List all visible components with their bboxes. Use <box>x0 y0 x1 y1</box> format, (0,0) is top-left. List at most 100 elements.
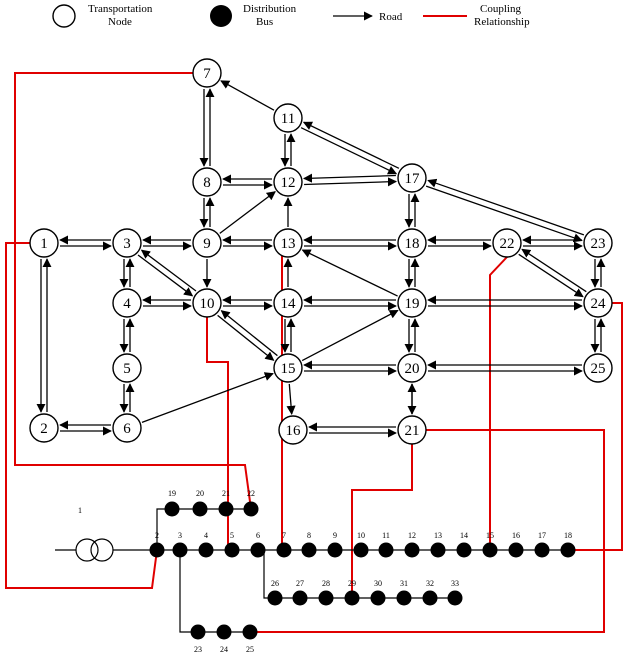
transport-node-label: 21 <box>405 423 420 439</box>
transport-node-circle <box>583 288 613 318</box>
road-23-to-17 <box>427 178 585 236</box>
transport-node-circle <box>583 228 613 258</box>
distribution-bus-label: 9 <box>333 531 337 540</box>
distribution-bus: 6 <box>250 531 266 558</box>
legend-transport-label-line1: Transportation <box>88 3 153 15</box>
distribution-bus-dot <box>292 590 308 606</box>
distribution-bus-dot <box>242 624 258 640</box>
distribution-bus-dot <box>218 501 234 517</box>
distribution-bus-label: 2 <box>155 531 159 540</box>
transport-node-circle <box>397 288 427 318</box>
distribution-bus-dot <box>344 590 360 606</box>
road-9-to-12 <box>219 191 276 234</box>
distribution-bus-label: 20 <box>196 489 204 498</box>
transport-node: 10 <box>192 288 222 318</box>
distribution-bus-label: 1 <box>78 506 82 515</box>
transport-node: 16 <box>278 415 308 445</box>
coupling-node21-bus25 <box>250 429 605 633</box>
transport-node: 14 <box>273 288 303 318</box>
distribution-bus: 24 <box>216 624 232 654</box>
distribution-bus-dot <box>164 501 180 517</box>
distribution-bus-dot <box>327 542 343 558</box>
distribution-bus-label: 21 <box>222 489 230 498</box>
transport-node-label: 22 <box>500 236 515 252</box>
distribution-bus-label: 29 <box>348 579 356 588</box>
branch-26-33-line <box>258 549 455 599</box>
distribution-lines <box>156 508 568 633</box>
road-10-to-15 <box>217 314 275 361</box>
distribution-bus-label: 8 <box>307 531 311 540</box>
distribution-bus-label: 28 <box>322 579 330 588</box>
distribution-bus-label: 22 <box>247 489 255 498</box>
transport-node: 11 <box>273 103 303 133</box>
distribution-bus: 16 <box>508 531 524 558</box>
transport-node-circle <box>273 353 303 383</box>
road-11-to-7 <box>220 80 275 111</box>
distribution-bus: 33 <box>447 579 463 606</box>
transport-node: 4 <box>112 288 142 318</box>
transport-node-label: 18 <box>405 236 420 252</box>
transport-node-label: 7 <box>203 66 211 82</box>
distribution-bus: 22 <box>243 489 259 517</box>
coupling-node10-bus5 <box>206 317 229 550</box>
legend: Transportation Node Distribution Bus Roa… <box>52 3 530 28</box>
distribution-bus: 14 <box>456 531 472 558</box>
transport-node: 17 <box>397 163 427 193</box>
distribution-bus: 7 <box>276 531 292 558</box>
transport-node: 9 <box>192 228 222 258</box>
distribution-bus-label: 32 <box>426 579 434 588</box>
distribution-bus-label: 10 <box>357 531 365 540</box>
road-17-to-11 <box>302 121 400 169</box>
transport-node-label: 3 <box>123 236 131 252</box>
transport-node-label: 13 <box>281 236 296 252</box>
road-12-to-17 <box>304 177 398 187</box>
legend-transport-label-line2: Node <box>108 16 132 28</box>
transport-node: 8 <box>192 167 222 197</box>
road-22-to-24 <box>518 253 584 298</box>
distribution-bus-dot <box>456 542 472 558</box>
coupling-node24-bus18 <box>568 302 623 551</box>
transport-node-label: 23 <box>591 236 606 252</box>
road-15-to-19 <box>301 309 399 362</box>
distribution-bus: 25 <box>242 624 258 654</box>
transport-node-label: 1 <box>40 236 48 252</box>
distribution-bus-label: 27 <box>296 579 304 588</box>
distribution-bus-dot <box>192 501 208 517</box>
distribution-bus: 13 <box>430 531 446 558</box>
transport-node: 2 <box>29 413 59 443</box>
distribution-bus-label: 4 <box>204 531 208 540</box>
distribution-bus: 28 <box>318 579 334 606</box>
transport-node: 5 <box>112 353 142 383</box>
transport-node-circle <box>192 58 222 88</box>
coupling-node22-bus15 <box>489 256 508 550</box>
transport-node-circle <box>273 228 303 258</box>
distribution-bus-label: 17 <box>538 531 546 540</box>
distribution-bus: 19 <box>164 489 180 517</box>
distribution-bus: 32 <box>422 579 438 606</box>
distribution-bus-dot <box>404 542 420 558</box>
transport-node: 6 <box>112 413 142 443</box>
transport-node-circle <box>112 288 142 318</box>
transport-node-circle <box>29 228 59 258</box>
transport-node: 1 <box>29 228 59 258</box>
transport-node-label: 5 <box>123 361 131 377</box>
transport-node-label: 16 <box>286 423 302 439</box>
distribution-bus: 12 <box>404 531 420 558</box>
distribution-bus: 27 <box>292 579 308 606</box>
distribution-bus: 21 <box>218 489 234 517</box>
legend-bus-label-line1: Distribution <box>243 3 297 15</box>
distribution-bus-dot <box>250 542 266 558</box>
distribution-bus: 1 <box>78 506 82 515</box>
coupling-node21-bus29 <box>351 444 413 598</box>
transport-node-label: 12 <box>281 175 296 191</box>
road-15-to-10 <box>220 310 278 357</box>
distribution-bus: 10 <box>353 531 369 558</box>
transport-node-label: 20 <box>405 361 420 377</box>
distribution-bus-label: 15 <box>486 531 494 540</box>
road-24-to-22 <box>521 248 587 293</box>
distribution-bus-label: 11 <box>382 531 390 540</box>
distribution-bus-label: 3 <box>178 531 182 540</box>
distribution-bus-label: 14 <box>460 531 468 540</box>
